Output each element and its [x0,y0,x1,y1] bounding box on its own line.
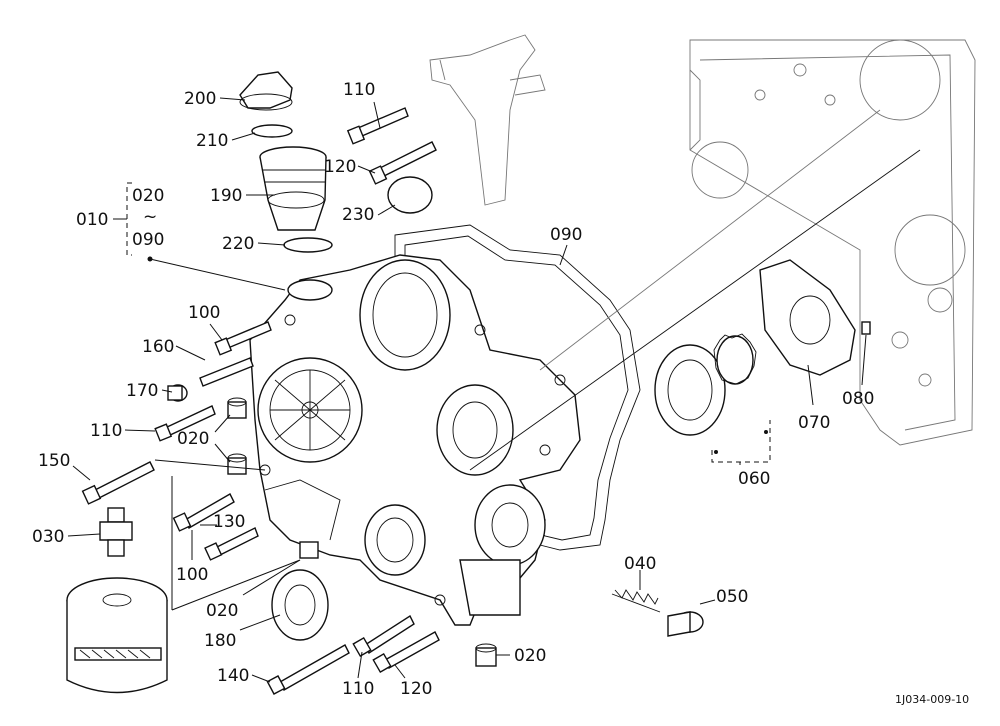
screw-080 [861,321,871,335]
marker-dot-060b [764,430,768,434]
dowel-020-a [227,397,247,419]
bolt-120-bottom [372,631,440,674]
bolt-110-bottom [352,614,415,658]
o-ring-220 [283,237,333,253]
label-190: 190 [210,186,242,206]
label-050: 050 [716,587,748,607]
dowel-020-d [475,643,497,667]
dowel-020-b [227,453,247,475]
label-210: 210 [196,131,228,151]
marker-dot-010 [147,256,153,262]
shaft-line [469,149,921,471]
plug-170 [167,384,188,402]
label-range-tilde: ~ [143,207,157,227]
label-080: 080 [842,389,874,409]
label-200: 200 [184,89,216,109]
union-fitting-030 [99,507,133,557]
label-100-upper: 100 [188,303,220,323]
label-090: 090 [550,225,582,245]
bolt-120-top [368,141,437,185]
relief-plug-050 [667,611,704,637]
label-120-top: 120 [324,157,356,177]
label-020-lower: 020 [206,601,238,621]
drawing-code: 1J034-009-10 [895,693,969,706]
label-220: 220 [222,234,254,254]
label-180: 180 [204,631,236,651]
bolt-100-left [214,321,272,356]
leader-lines [67,97,867,683]
label-030: 030 [32,527,64,547]
label-110-bottom: 110 [342,679,374,699]
o-ring-210 [251,124,293,138]
label-010: 010 [76,210,108,230]
label-160: 160 [142,337,174,357]
stud-160 [199,357,254,387]
oil-filter [66,577,168,694]
alignment-line [539,109,881,371]
label-100-lower: 100 [176,565,208,585]
label-020-left: 020 [177,429,209,449]
label-150: 150 [38,451,70,471]
water-pipe [429,34,546,206]
label-140: 140 [217,666,249,686]
oil-filler-cap [239,71,293,111]
oil-filler-tube [259,146,327,231]
pump-cover-070 [759,259,856,376]
bolt-100-lower [172,493,235,532]
label-110-left: 110 [90,421,122,441]
plug-230 [387,176,433,214]
bolt-110-top [346,107,409,145]
label-130: 130 [213,512,245,532]
gear-case [249,254,581,626]
group-bracket-060 [711,420,771,463]
label-040: 040 [624,554,656,574]
relief-spring-040 [611,589,661,613]
label-020-bottom: 020 [514,646,546,666]
bolt-110-left [154,405,216,442]
label-110-top: 110 [343,80,375,100]
bolt-140 [266,644,350,695]
label-230: 230 [342,205,374,225]
bolt-150 [81,461,155,505]
label-020-range-start: 020 [132,186,164,206]
label-170: 170 [126,381,158,401]
oil-pump-rotor-060 [654,333,757,436]
engine-block [689,39,976,446]
oil-seal-180 [271,569,329,641]
label-070: 070 [798,413,830,433]
label-120-bottom: 120 [400,679,432,699]
bolt-130 [204,527,259,561]
label-060: 060 [738,469,770,489]
marker-dot-060 [714,450,718,454]
label-090-range-end: 090 [132,230,164,250]
dowel-020-c [299,541,319,559]
